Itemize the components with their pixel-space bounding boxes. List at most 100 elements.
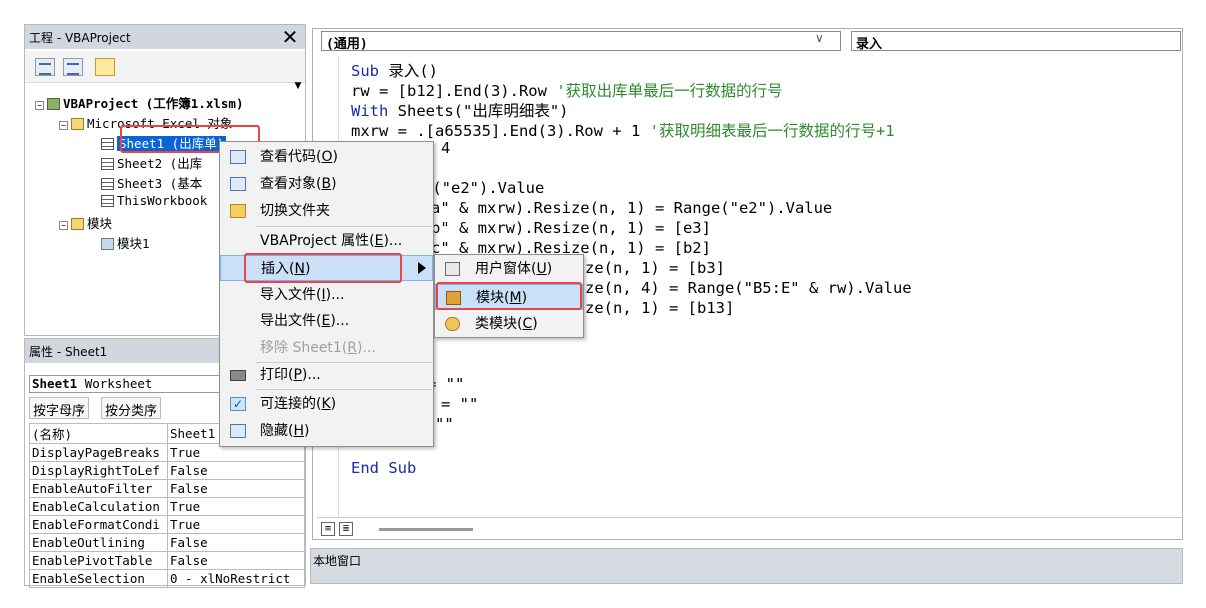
menu-item-remove-sheet: 移除 Sheet1(R)... <box>220 335 433 361</box>
menu-item-tail: ) <box>332 149 338 165</box>
close-icon[interactable]: ✕ <box>281 25 299 49</box>
tree-excel-objects-label: Microsoft Excel 对象 <box>87 116 233 131</box>
submenu-item-label: 用户窗体( <box>475 261 537 277</box>
menu-item-hide[interactable]: 隐藏(H) <box>220 418 433 444</box>
submenu-item-class-module[interactable]: 类模块(C) <box>435 311 583 337</box>
object-type: Worksheet <box>84 376 153 391</box>
property-value[interactable]: 0 - xlNoRestrict <box>167 569 305 588</box>
tree-item-sheet2[interactable]: Sheet2 (出库 <box>101 153 202 172</box>
tree-modules[interactable]: − 模块 <box>59 213 112 232</box>
property-value[interactable]: False <box>167 479 305 498</box>
menu-item-accelerator: E <box>321 313 331 329</box>
submenu-arrow-icon <box>418 262 426 274</box>
menu-item-import-file[interactable]: 导入文件(I)... <box>220 282 433 308</box>
procedure-combobox[interactable]: 录入 <box>851 31 1181 52</box>
menu-item-accelerator: O <box>321 149 333 165</box>
menu-item-project-properties[interactable]: VBAProject 属性(E)... <box>220 228 433 254</box>
toggle-folders-icon[interactable] <box>95 58 115 76</box>
view-object-icon <box>230 177 246 191</box>
checkmark-icon <box>230 397 246 411</box>
property-value[interactable]: False <box>167 461 305 480</box>
highlight-module-outline <box>436 282 582 310</box>
menu-item-tail: )... <box>301 367 321 383</box>
submenu-item-accelerator: M <box>509 290 522 306</box>
collapse-icon[interactable]: − <box>35 101 44 110</box>
menu-item-tail: ) <box>304 261 311 277</box>
code-line-14[interactable]: = "" <box>441 395 479 413</box>
code-line-3[interactable]: With Sheets("出库明细表") <box>351 99 568 121</box>
property-value[interactable]: False <box>167 551 305 570</box>
scroll-down-icon[interactable]: ▼ <box>294 81 302 91</box>
code-line-15[interactable]: "" <box>435 415 454 433</box>
code-line-12[interactable]: ze(n, 1) = [b13] <box>585 299 735 317</box>
tree-item-thisworkbook[interactable]: ThisWorkbook <box>101 193 207 208</box>
sheet-icon <box>101 138 114 150</box>
tree-item-sheet3[interactable]: Sheet3 (基本 <box>101 173 202 192</box>
submenu-item-module[interactable]: 模块(M) <box>435 284 583 310</box>
tree-modules-label: 模块 <box>87 216 113 231</box>
menu-item-label: 查看代码( <box>260 149 322 165</box>
object-combobox[interactable]: (通用) <box>321 31 841 52</box>
locals-window-title: 本地窗口 <box>313 554 362 568</box>
tree-item-sheet1[interactable]: Sheet1 (出库单) <box>101 133 227 152</box>
menu-item-accelerator: K <box>321 396 331 412</box>
horizontal-scrollbar[interactable] <box>379 528 473 531</box>
object-selector[interactable]: Sheet1 Worksheet <box>29 375 229 393</box>
project-toolbar: ▼ <box>25 51 305 91</box>
menu-item-insert[interactable]: 插入(N) <box>220 255 433 281</box>
menu-item-view-code[interactable]: 查看代码(O) <box>220 144 433 170</box>
menu-item-export-file[interactable]: 导出文件(E)... <box>220 308 433 334</box>
tree-item-module1[interactable]: 模块1 <box>101 233 150 252</box>
collapse-icon[interactable]: − <box>59 221 68 230</box>
code-line-2[interactable]: rw = [b12].End(3).Row '获取出库单最后一行数据的行号 <box>351 79 783 101</box>
chevron-down-icon[interactable]: ∨ <box>815 31 824 45</box>
tree-excel-objects[interactable]: − Microsoft Excel 对象 <box>59 113 232 132</box>
tree-root-label: VBAProject (工作簿1.xlsm) <box>63 96 244 111</box>
property-name: DisplayRightToLef <box>29 461 168 480</box>
tab-categorized[interactable]: 按分类序 <box>101 397 162 419</box>
menu-item-tail: )... <box>330 313 350 329</box>
submenu-item-userform[interactable]: 用户窗体(U) <box>435 256 583 282</box>
full-module-view-icon[interactable]: ≣ <box>339 522 353 536</box>
menu-item-accelerator: I <box>321 287 326 303</box>
code-line-11[interactable]: ze(n, 4) = Range("B5:E" & rw).Value <box>585 279 912 297</box>
property-value[interactable]: True <box>167 497 305 516</box>
highlight-sheet1-outline <box>120 125 260 153</box>
menu-item-toggle-folders[interactable]: 切换文件夹 <box>220 198 433 224</box>
tree-item-sheet3-label: Sheet3 (基本 <box>117 176 203 191</box>
property-value[interactable]: True <box>167 515 305 534</box>
view-object-icon[interactable] <box>63 58 83 76</box>
code-line-7[interactable]: a" & mxrw).Resize(n, 1) = Range("e2").Va… <box>431 199 833 217</box>
code-line-8[interactable]: b" & mxrw).Resize(n, 1) = [e3] <box>431 219 711 237</box>
menu-item-print[interactable]: 打印(P)... <box>220 362 433 388</box>
menu-item-tail: )... <box>357 340 376 356</box>
code-line-6[interactable]: e("e2").Value <box>423 179 545 197</box>
menu-item-tail: )... <box>383 233 403 249</box>
property-name: EnablePivotTable <box>29 551 168 570</box>
folder-icon <box>71 118 84 130</box>
collapse-icon[interactable]: − <box>59 121 68 130</box>
menu-item-label: 可连接的( <box>260 396 322 412</box>
code-line-5[interactable]: 4 <box>441 139 451 157</box>
code-line-end-sub[interactable]: End Sub <box>351 459 417 477</box>
tab-alphabetic[interactable]: 按字母序 <box>29 397 90 419</box>
code-line-10[interactable]: ze(n, 1) = [b3] <box>585 259 725 277</box>
code-line-1[interactable]: Sub 录入() <box>351 59 438 81</box>
procedure-view-icon[interactable]: ≡ <box>321 522 335 536</box>
tree-root[interactable]: − VBAProject (工作簿1.xlsm) <box>35 93 244 112</box>
submenu-item-label: 模块( <box>476 290 510 306</box>
code-line-4[interactable]: mxrw = .[a65535].End(3).Row + 1 '获取明细表最后… <box>351 119 895 141</box>
menu-item-dockable[interactable]: 可连接的(K) <box>220 391 433 417</box>
menu-item-label: 隐藏( <box>260 423 294 439</box>
menu-item-view-object[interactable]: 查看对象(B) <box>220 171 433 197</box>
property-value[interactable]: False <box>167 533 305 552</box>
code-line-9[interactable]: c" & mxrw).Resize(n, 1) = [b2] <box>431 239 711 257</box>
view-code-icon[interactable] <box>35 58 55 76</box>
